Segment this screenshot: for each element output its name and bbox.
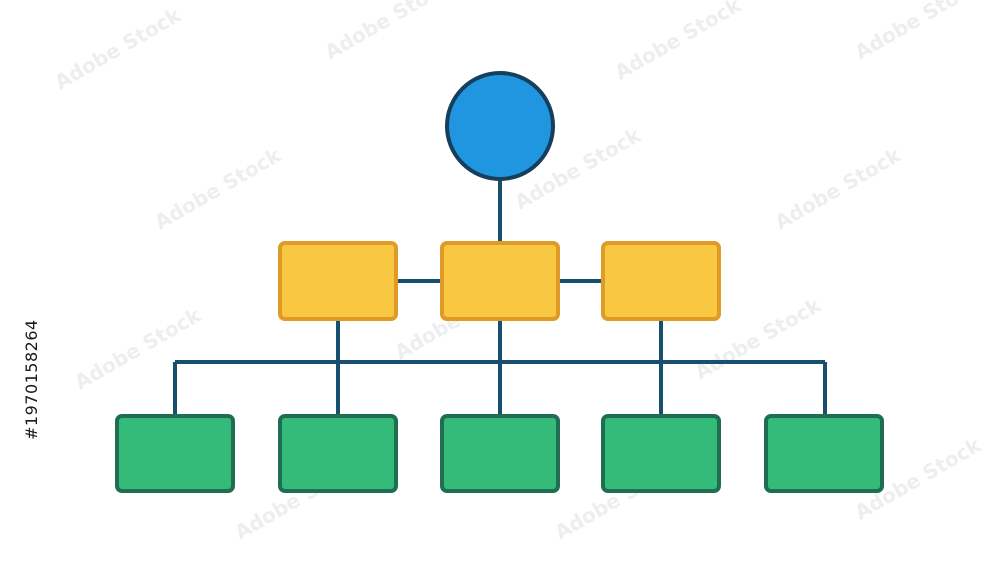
svg-text:Adobe Stock: Adobe Stock [71,303,206,395]
middle-tier [278,241,721,321]
middle-node-right [601,241,721,321]
bottom-node-3 [440,414,560,493]
middle-node-left [278,241,398,321]
svg-text:Adobe Stock: Adobe Stock [51,3,186,95]
middle-node-center [440,241,560,321]
svg-text:Adobe Stock: Adobe Stock [771,143,906,235]
svg-text:Adobe Stock: Adobe Stock [321,0,456,64]
bottom-node-1 [115,414,235,493]
bottom-node-5 [764,414,884,493]
bottom-tier [115,414,884,493]
bottom-node-4 [601,414,721,493]
stock-image-id: #1970158264 [22,319,41,440]
root-node-circle [445,71,555,181]
svg-text:Adobe Stock: Adobe Stock [611,0,746,84]
svg-text:Adobe Stock: Adobe Stock [851,0,986,64]
svg-text:Adobe Stock: Adobe Stock [151,143,286,235]
bottom-node-2 [278,414,398,493]
connectors [173,180,827,416]
